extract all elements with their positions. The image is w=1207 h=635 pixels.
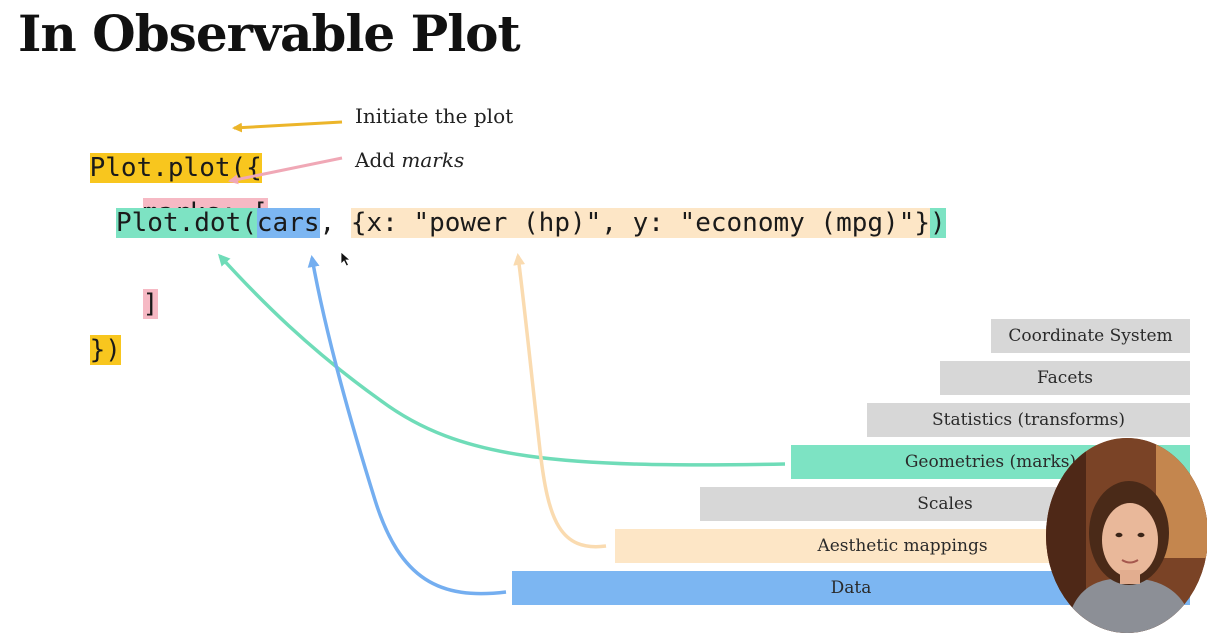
code-data-arg: cars bbox=[256, 208, 320, 238]
code-dot-close: ) bbox=[930, 208, 946, 238]
layer-facets: Facets bbox=[940, 361, 1190, 395]
presenter-webcam bbox=[1046, 438, 1207, 633]
annotation-add-marks: Add marks bbox=[355, 148, 464, 172]
arrow-geometries bbox=[217, 253, 786, 467]
code-marks-close: ] bbox=[142, 289, 159, 319]
code-dot-fn: Plot.dot( bbox=[116, 208, 257, 238]
presenter-avatar-icon bbox=[1046, 438, 1207, 633]
arrow-add-marks bbox=[228, 156, 343, 185]
arrow-aesthetic bbox=[513, 253, 607, 549]
arrow-initiate bbox=[232, 120, 343, 133]
code-line-plot-close: }) bbox=[27, 296, 121, 365]
mouse-pointer-icon bbox=[340, 251, 352, 267]
code-line-dot: Plot.dot(cars, {x: "power (hp)", y: "eco… bbox=[116, 205, 946, 241]
annotation-add-prefix: Add bbox=[355, 148, 402, 172]
code-options-arg: {x: "power (hp)", y: "economy (mpg)"} bbox=[350, 208, 931, 238]
layer-statistics: Statistics (transforms) bbox=[867, 403, 1190, 437]
slide-title: In Observable Plot bbox=[18, 4, 521, 63]
code-line-marks-close: ] bbox=[80, 250, 159, 319]
annotation-initiate: Initiate the plot bbox=[355, 104, 514, 128]
arrow-data bbox=[307, 255, 507, 596]
annotation-marks-word: marks bbox=[401, 148, 465, 172]
code-separator: , bbox=[319, 208, 351, 238]
layer-coordinate-system: Coordinate System bbox=[991, 319, 1190, 353]
code-plot-close: }) bbox=[89, 335, 121, 365]
